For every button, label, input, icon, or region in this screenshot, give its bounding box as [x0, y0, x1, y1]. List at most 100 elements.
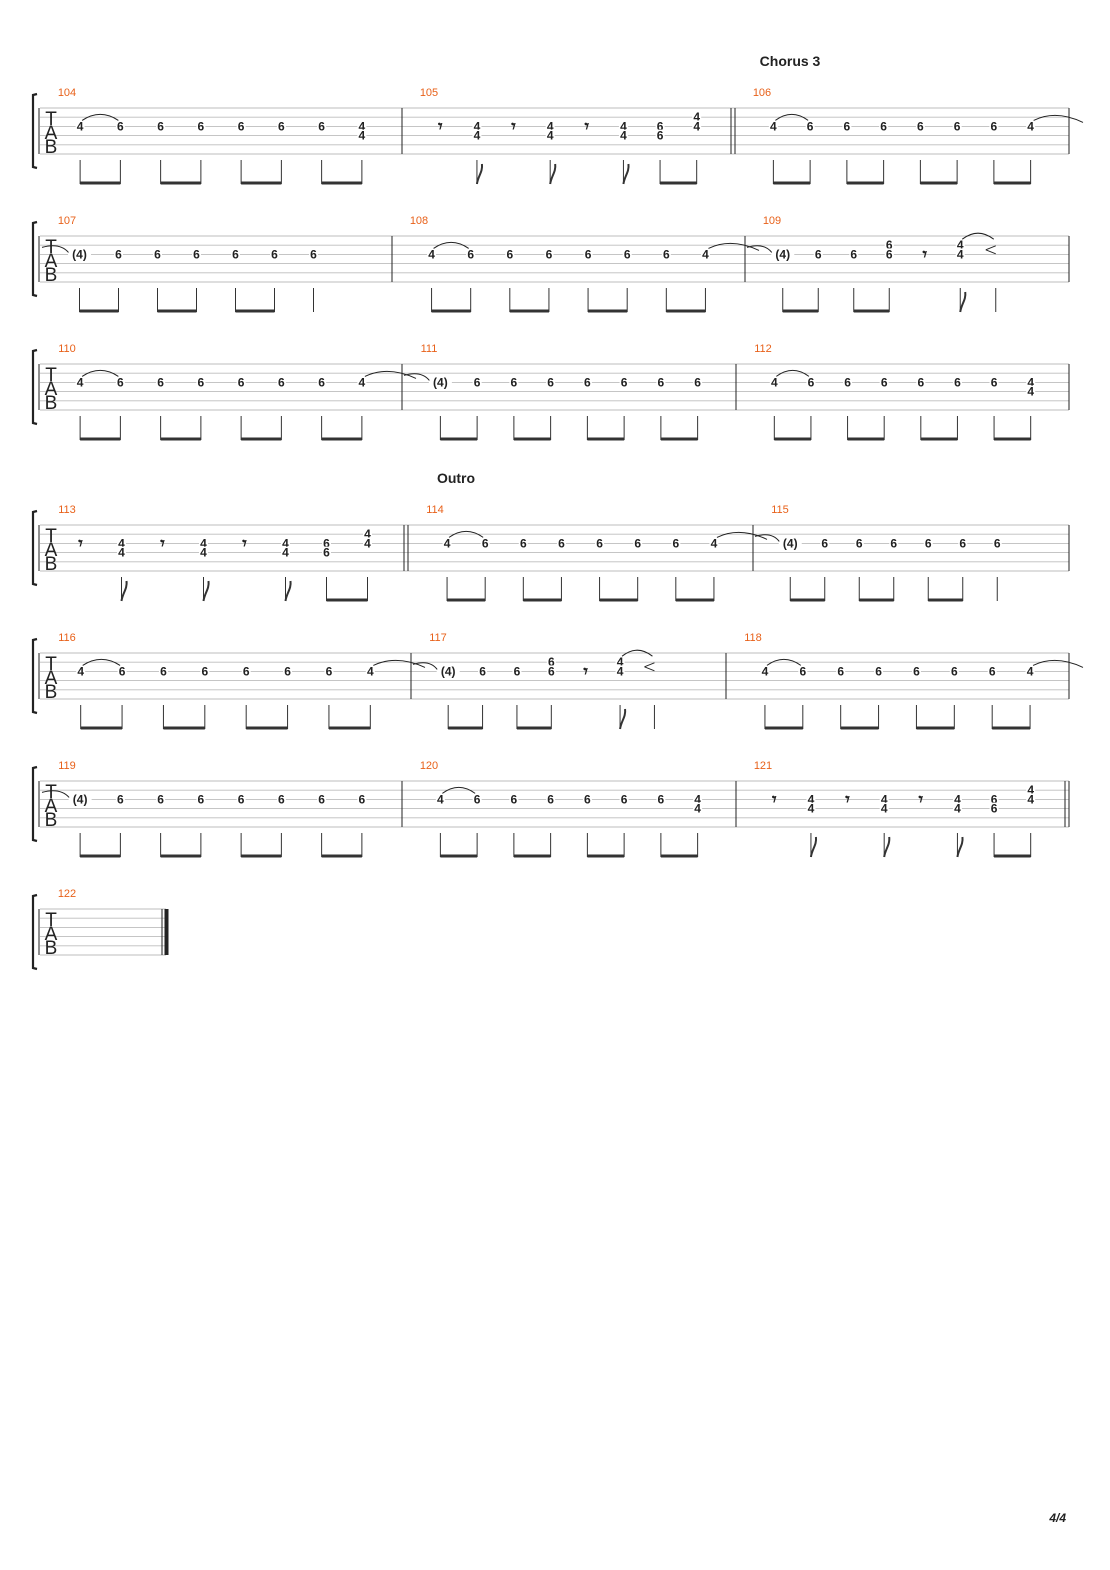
fret-bg — [992, 537, 1002, 550]
fret-bg — [466, 248, 476, 261]
fret-bg — [671, 537, 681, 550]
fret-bg — [806, 802, 816, 815]
tie-arc — [776, 369, 810, 377]
staff-bracket — [31, 765, 38, 843]
tie-arc-in — [403, 373, 430, 381]
fret-bg — [805, 120, 815, 133]
fret-bg — [117, 537, 126, 550]
measure-number: 115 — [771, 504, 789, 516]
fret-bg — [693, 793, 703, 806]
note-flag — [202, 580, 210, 602]
fret-bg — [236, 793, 246, 806]
tie-arc-in — [754, 534, 780, 542]
tie-arc — [766, 658, 802, 666]
fret-bg — [884, 239, 894, 252]
fret-bg — [199, 546, 208, 559]
fret-number: 4 — [1027, 385, 1034, 399]
fret-number: 6 — [193, 247, 200, 261]
fret-number: 6 — [880, 119, 887, 133]
fret-bg — [427, 248, 437, 261]
fret-number: 6 — [467, 247, 474, 261]
fret-bg — [989, 376, 999, 389]
fret-number: 4 — [617, 664, 624, 678]
measure-number: 119 — [58, 760, 76, 772]
fret-number: 6 — [514, 664, 521, 678]
eighth-rest: 𝄾 — [919, 790, 924, 810]
tie-arc-in — [41, 245, 69, 253]
fret-bg — [916, 376, 926, 389]
fret-number: 6 — [511, 792, 518, 806]
fret-bg — [546, 376, 556, 389]
fret-bg — [955, 239, 965, 252]
fret-number: 6 — [881, 375, 888, 389]
tab-clef-letter: T — [45, 910, 57, 931]
tab-clef-letter: T — [45, 526, 57, 547]
fret-number: 4 — [547, 119, 554, 133]
fret-bg — [472, 129, 482, 142]
tab-clef-letter: B — [45, 810, 58, 831]
fret-bg — [692, 111, 702, 124]
fret-bg — [655, 120, 665, 133]
fret-bg — [879, 802, 889, 815]
fret-number: 6 — [621, 792, 628, 806]
fret-bg — [989, 120, 999, 133]
fret-bg — [952, 120, 962, 133]
fret-number: 4 — [957, 247, 964, 261]
fret-bg — [693, 376, 703, 389]
fret-number: 6 — [821, 536, 828, 550]
fret-number: 4 — [957, 238, 964, 252]
fret-number: 4 — [1027, 375, 1034, 389]
measure-number: 118 — [744, 632, 762, 644]
fret-number: 6 — [886, 247, 893, 261]
fret-bg — [357, 793, 367, 806]
fret-number: 6 — [624, 247, 631, 261]
tab-clef-letter: A — [45, 924, 58, 945]
fret-bg — [958, 537, 968, 550]
fret-bg — [879, 793, 889, 806]
fret-number: 4 — [1027, 664, 1034, 678]
fret-bg — [545, 129, 555, 142]
fret-bg — [633, 537, 643, 550]
fret-number: 4 — [359, 129, 366, 143]
fret-number: 6 — [318, 375, 325, 389]
fret-number: 6 — [117, 375, 124, 389]
fret-number: (4) — [73, 792, 88, 806]
fret-number: 4 — [359, 375, 366, 389]
fret-number: 6 — [994, 536, 1001, 550]
fret-bg — [849, 248, 859, 261]
fret-number: 6 — [474, 792, 481, 806]
fret-bg — [1026, 120, 1036, 133]
fret-bg — [281, 546, 290, 559]
eighth-rest: 𝄾 — [845, 790, 850, 810]
fret-number: 6 — [115, 247, 122, 261]
fret-number: 4 — [282, 536, 289, 550]
eighth-rest: 𝄾 — [585, 117, 590, 137]
fret-bg — [117, 546, 126, 559]
staff-bracket — [31, 893, 38, 971]
fret-number: 6 — [119, 664, 126, 678]
fret-bg — [363, 528, 372, 541]
tab-clef-letter: T — [45, 365, 57, 386]
fret-number: 4 — [808, 802, 815, 816]
fret-bg — [546, 656, 556, 669]
fret-bg — [987, 665, 997, 678]
tie-arc-out — [1032, 659, 1084, 668]
fret-number: 6 — [807, 119, 814, 133]
tie-arc-out — [708, 242, 760, 251]
fret-bg — [854, 537, 864, 550]
fret-number: 6 — [238, 792, 245, 806]
tab-clef-letter: B — [45, 393, 58, 414]
fret-bg — [949, 665, 959, 678]
fret-bg — [276, 793, 286, 806]
